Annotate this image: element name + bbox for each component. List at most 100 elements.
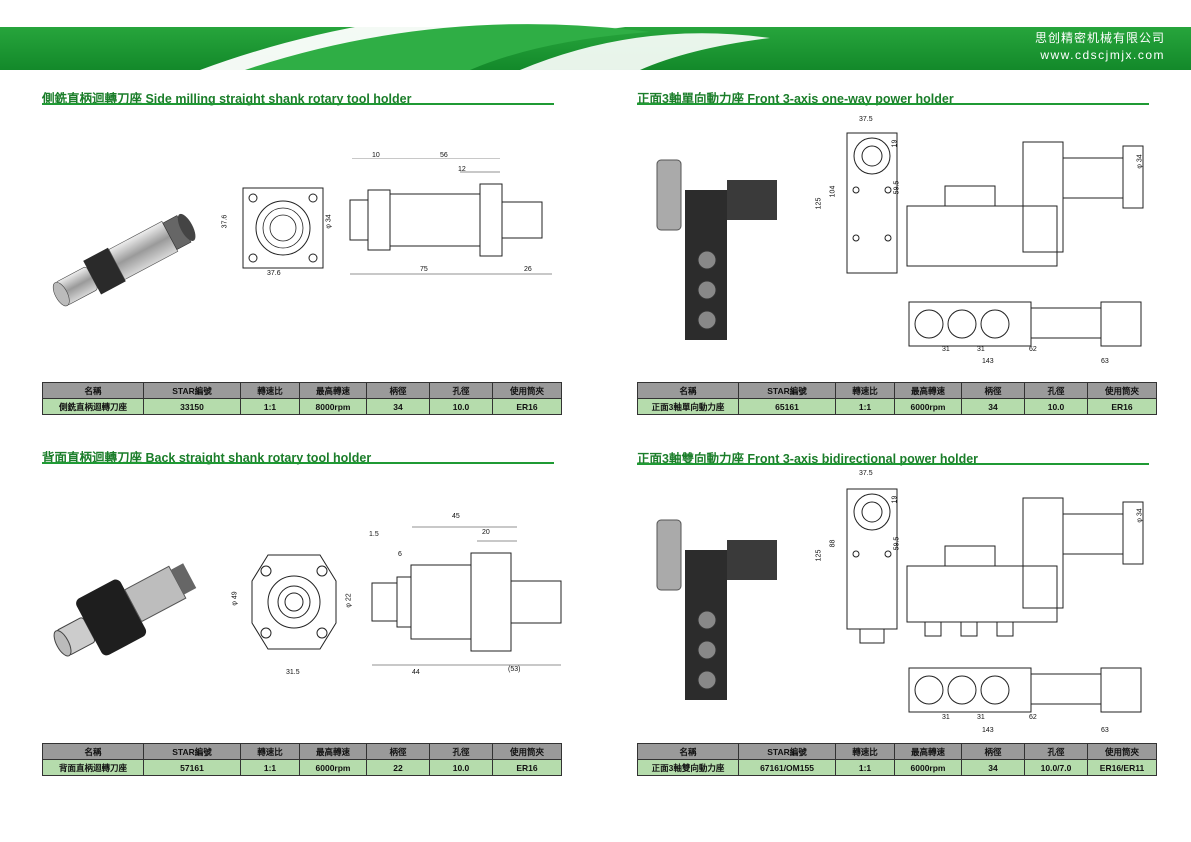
col-header: STAR編號	[143, 743, 241, 760]
col-header: 最高轉速	[299, 743, 367, 760]
cell-bore: 10.0	[429, 398, 493, 415]
table-row: 正面3軸雙向動力座 67161/OM155 1:1 6000rpm 34 10.…	[637, 759, 1157, 776]
col-header: 使用筒夾	[492, 382, 562, 399]
section-side-milling: 側銑直柄迴轉刀座 Side milling straight shank rot…	[42, 88, 562, 433]
product-photo-back-straight	[53, 563, 197, 657]
company-website: www.cdscjmjx.com	[1040, 48, 1165, 62]
cell-name: 背面直柄迴轉刀座	[42, 759, 144, 776]
col-header: 孔徑	[429, 743, 493, 760]
dim-label: 62	[1029, 714, 1037, 721]
spec-table: 名稱 STAR編號 轉速比 最高轉速 柄徑 孔徑 使用筒夾 側銑直柄迴轉刀座 3…	[42, 382, 562, 415]
dim-label: 104	[829, 185, 837, 198]
dim-label: 31	[942, 346, 950, 353]
dim-label: 31	[977, 714, 985, 721]
col-header: 使用筒夾	[1087, 743, 1157, 760]
dim-label: 56	[440, 152, 448, 159]
section-front-bidirectional: 正面3軸雙向動力座 Front 3-axis bidirectional pow…	[637, 448, 1157, 793]
dim-label: 1.5	[369, 531, 379, 538]
dim-label: φ 34	[325, 214, 333, 229]
cell-ratio: 1:1	[240, 759, 300, 776]
section-divider	[42, 103, 554, 105]
dim-label: 88	[829, 539, 837, 548]
col-header: 使用筒夾	[492, 743, 562, 760]
header-banner	[0, 9, 1191, 70]
dim-label: 12	[458, 166, 466, 173]
dim-label: 31	[977, 346, 985, 353]
col-header: 孔徑	[1024, 743, 1088, 760]
section-divider	[637, 103, 1149, 105]
dim-label: 125	[815, 197, 823, 210]
table-row: 背面直柄迴轉刀座 57161 1:1 6000rpm 22 10.0 ER16	[42, 759, 562, 776]
cell-max-speed: 8000rpm	[299, 398, 367, 415]
front-view-drawing	[846, 488, 898, 644]
col-header: 名稱	[42, 382, 144, 399]
col-header: 使用筒夾	[1087, 382, 1157, 399]
company-info: 思创精密机械有限公司 www.cdscjmjx.com	[1035, 30, 1165, 64]
dim-label: 26	[524, 266, 532, 273]
col-header: 柄徑	[366, 743, 430, 760]
cell-shank: 22	[366, 759, 430, 776]
dim-label: (53)	[508, 666, 521, 673]
cell-ratio: 1:1	[240, 398, 300, 415]
spec-table: 名稱 STAR編號 轉速比 最高轉速 柄徑 孔徑 使用筒夾 正面3軸雙向動力座 …	[637, 743, 1157, 776]
dim-label: 37.5	[859, 116, 873, 123]
spec-table-header: 名稱 STAR編號 轉速比 最高轉速 柄徑 孔徑 使用筒夾	[637, 743, 1157, 760]
col-header: 柄徑	[961, 743, 1025, 760]
dim-label: 20	[482, 529, 490, 536]
cell-collet: ER16	[1087, 398, 1157, 415]
cell-ratio: 1:1	[835, 759, 895, 776]
col-header: 名稱	[637, 382, 739, 399]
product-photo-side-milling	[52, 213, 196, 307]
spec-table-header: 名稱 STAR編號 轉速比 最高轉速 柄徑 孔徑 使用筒夾	[42, 382, 562, 399]
spec-table: 名稱 STAR編號 轉速比 最高轉速 柄徑 孔徑 使用筒夾 背面直柄迴轉刀座 5…	[42, 743, 562, 776]
col-header: 柄徑	[961, 382, 1025, 399]
col-header: 轉速比	[240, 382, 300, 399]
section-title: 正面3軸單向動力座 Front 3-axis one-way power hol…	[637, 92, 954, 106]
dim-label: φ 34	[1136, 508, 1144, 523]
side-view-drawing	[906, 497, 1144, 637]
company-name: 思创精密机械有限公司	[1034, 31, 1165, 45]
dim-label: φ 22	[345, 593, 353, 608]
section-divider	[637, 463, 1149, 465]
col-header: 轉速比	[835, 382, 895, 399]
cell-collet: ER16	[492, 759, 562, 776]
top-view-drawing	[908, 667, 1142, 713]
product-photo-front-one-way	[656, 159, 777, 340]
col-header: 柄徑	[366, 382, 430, 399]
spec-table-header: 名稱 STAR編號 轉速比 最高轉速 柄徑 孔徑 使用筒夾	[637, 382, 1157, 399]
product-photo-front-bidirectional	[656, 519, 777, 700]
col-header: STAR編號	[143, 382, 241, 399]
cell-bore: 10.0	[1024, 398, 1088, 415]
dim-label: 37.5	[859, 470, 873, 477]
cell-shank: 34	[961, 398, 1025, 415]
cell-name: 正面3軸雙向動力座	[637, 759, 739, 776]
section-title: 背面直柄迴轉刀座 Back straight shank rotary tool…	[42, 451, 372, 465]
dim-label: 31.5	[286, 669, 300, 676]
col-header: 孔徑	[429, 382, 493, 399]
side-view-drawing	[371, 526, 562, 666]
dim-label: 31	[942, 714, 950, 721]
dim-label: 59.5	[893, 180, 901, 195]
cell-star-no: 67161/OM155	[738, 759, 836, 776]
cell-star-no: 57161	[143, 759, 241, 776]
cell-max-speed: 6000rpm	[299, 759, 367, 776]
dim-label: 75	[420, 266, 428, 273]
dim-label: φ 49	[231, 591, 239, 606]
cell-shank: 34	[961, 759, 1025, 776]
cell-collet: ER16/ER11	[1087, 759, 1157, 776]
front-view-drawing	[242, 187, 324, 269]
col-header: 最高轉速	[894, 382, 962, 399]
spec-table: 名稱 STAR編號 轉速比 最高轉速 柄徑 孔徑 使用筒夾 正面3軸單向動力座 …	[637, 382, 1157, 415]
cell-bore: 10.0	[429, 759, 493, 776]
dim-label: φ 34	[1136, 154, 1144, 169]
cell-bore: 10.0/7.0	[1024, 759, 1088, 776]
dim-label: 125	[815, 549, 823, 562]
section-back-straight: 背面直柄迴轉刀座 Back straight shank rotary tool…	[42, 447, 562, 792]
dim-label: 6	[398, 551, 402, 558]
dim-label: 10	[372, 152, 380, 159]
cell-name: 正面3軸單向動力座	[637, 398, 739, 415]
side-view-drawing	[906, 141, 1144, 267]
section-front-one-way: 正面3軸單向動力座 Front 3-axis one-way power hol…	[637, 88, 1157, 433]
cell-shank: 34	[366, 398, 430, 415]
front-view-drawing	[251, 554, 337, 650]
